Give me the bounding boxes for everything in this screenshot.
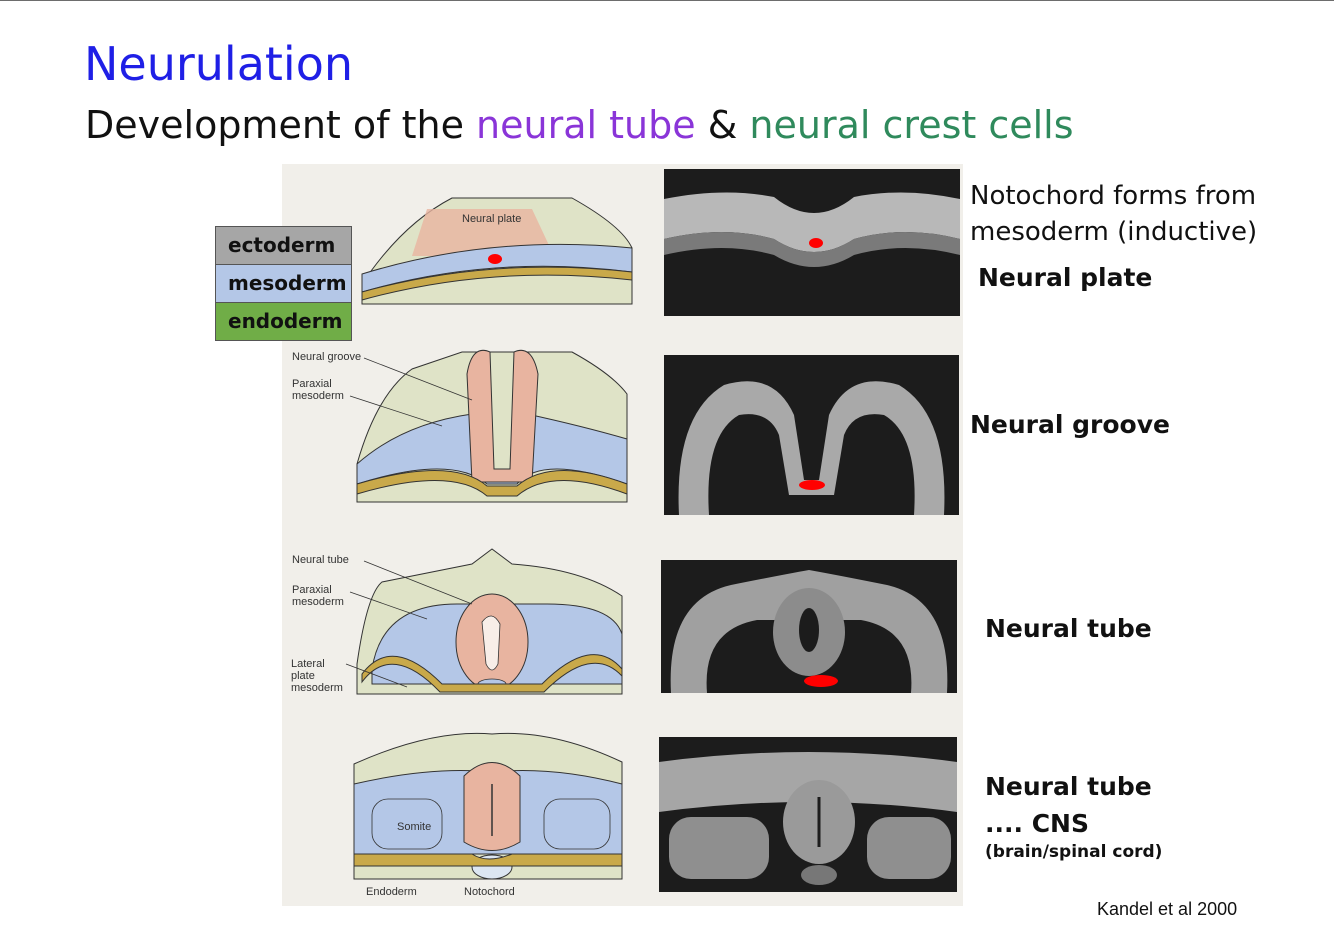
legend-endoderm: endoderm	[216, 303, 351, 340]
notochord-marker-photo-3	[804, 675, 838, 687]
notochord-note: Notochord forms from mesoderm (inductive…	[970, 181, 1258, 247]
subtitle-prefix: Development of the	[85, 103, 477, 147]
micrograph-neural-tube	[661, 560, 957, 693]
legend-ectoderm: ectoderm	[216, 227, 351, 265]
notochord-marker-photo-1	[809, 238, 823, 248]
diagram-neural-tube	[345, 548, 623, 695]
micrograph-neural-plate	[664, 169, 960, 316]
notochord-marker-photo-2	[799, 480, 825, 490]
label-endoderm: Endoderm	[366, 886, 417, 898]
stage-cns: .... CNS	[985, 809, 1089, 838]
micrograph-neural-groove	[664, 355, 959, 515]
stage-neural-tube: Neural tube	[985, 614, 1152, 643]
neurulation-diagrams	[345, 197, 633, 880]
slide-subtitle: Development of the neural tube & neural …	[85, 100, 1074, 150]
stage-neural-plate: Neural plate	[978, 263, 1153, 292]
subtitle-neural-tube: neural tube	[476, 103, 696, 147]
label-paraxial-mesoderm-2: Paraxial mesoderm	[292, 584, 344, 608]
label-neural-groove: Neural groove	[292, 351, 362, 363]
germ-layer-legend: ectoderm mesoderm endoderm	[215, 226, 352, 341]
diagram-neural-plate	[361, 197, 633, 305]
stage-neural-groove: Neural groove	[970, 410, 1170, 439]
label-paraxial-mesoderm-1: Paraxial mesoderm	[292, 378, 344, 402]
citation: Kandel et al 2000	[1097, 899, 1238, 919]
label-neural-tube: Neural tube	[292, 554, 349, 566]
diagram-somite-stage	[353, 732, 623, 880]
top-rule	[0, 0, 1334, 1]
micrograph-neural-tube-cns	[659, 737, 957, 892]
subtitle-neural-crest: neural crest cells	[749, 103, 1074, 147]
label-somite: Somite	[397, 821, 432, 833]
label-notochord: Notochord	[464, 886, 515, 898]
notochord-marker-1	[488, 254, 502, 264]
diagram-neural-groove	[349, 349, 628, 503]
stage-cns-detail: (brain/spinal cord)	[985, 842, 1163, 862]
label-neural-plate: Neural plate	[462, 213, 522, 225]
legend-mesoderm: mesoderm	[216, 265, 351, 303]
label-lateral-plate-mesoderm: Lateral plate mesoderm	[291, 658, 343, 694]
stage-neural-tube-2: Neural tube	[985, 772, 1152, 801]
subtitle-ampersand: &	[695, 103, 750, 147]
slide-title: Neurulation	[84, 37, 354, 91]
